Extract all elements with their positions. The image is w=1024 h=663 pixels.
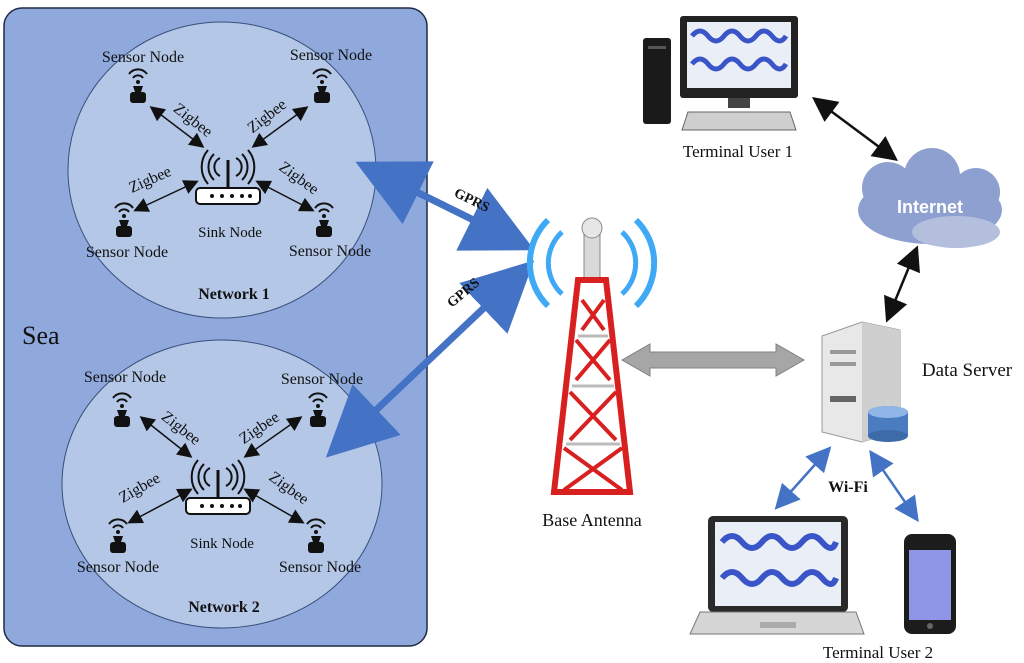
network-title: Network 1 bbox=[198, 286, 270, 303]
internet-label: Internet bbox=[897, 197, 963, 217]
server-link-arrow bbox=[620, 343, 806, 377]
wifi-label: Wi-Fi bbox=[828, 479, 868, 496]
terminal1-internet-link bbox=[811, 97, 899, 161]
network-title: Network 2 bbox=[188, 599, 260, 616]
base-antenna-icon bbox=[526, 217, 658, 495]
sensor-node-label: Sensor Node bbox=[86, 244, 168, 261]
internet-server-link bbox=[884, 245, 920, 323]
data-server-label: Data Server bbox=[922, 360, 1013, 381]
gprs-label: GPRS bbox=[445, 275, 483, 311]
sensor-node-label: Sensor Node bbox=[289, 243, 371, 260]
phone-icon bbox=[904, 534, 956, 634]
sink-node-label: Sink Node bbox=[190, 536, 254, 552]
network-1: Sensor Node Sensor Node Sensor Node Sens… bbox=[67, 21, 377, 319]
internet-cloud-icon bbox=[858, 148, 1002, 248]
sensor-node-label: Sensor Node bbox=[77, 559, 159, 576]
sink-node-label: Sink Node bbox=[198, 225, 262, 241]
sensor-node-label: Sensor Node bbox=[102, 49, 184, 66]
laptop-icon bbox=[689, 516, 865, 635]
wifi-link-phone bbox=[869, 449, 919, 523]
terminal-user-1-icon bbox=[643, 16, 798, 131]
data-server-icon bbox=[821, 321, 908, 443]
sea-label: Sea bbox=[22, 321, 60, 350]
wifi-link-laptop bbox=[774, 446, 832, 510]
terminal-user-2-label: Terminal User 2 bbox=[823, 643, 933, 662]
base-antenna-label: Base Antenna bbox=[542, 510, 641, 530]
network-2: Sensor Node Sensor Node Sensor Node Sens… bbox=[61, 339, 383, 629]
sensor-node-label: Sensor Node bbox=[281, 371, 363, 388]
terminal-user-1-label: Terminal User 1 bbox=[683, 142, 793, 161]
sensor-node-label: Sensor Node bbox=[290, 47, 372, 64]
sensor-node-label: Sensor Node bbox=[279, 559, 361, 576]
sensor-node-label: Sensor Node bbox=[84, 369, 166, 386]
